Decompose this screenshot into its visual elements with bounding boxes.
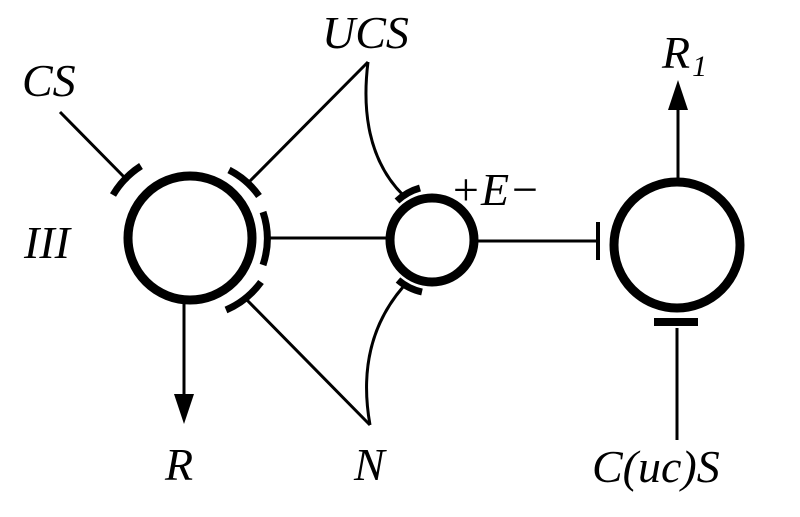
synapse-e-arc [259, 210, 271, 267]
label-ucs: UCS [322, 7, 409, 58]
label-c-uc-s: C(uc)S [592, 441, 720, 492]
neuron-r1-body [609, 177, 745, 313]
label-r1-letter: R [661, 27, 690, 78]
label-cs: CS [22, 55, 76, 106]
neuron-iii [109, 163, 271, 314]
label-n: N [353, 439, 387, 490]
label-plus-e-minus: +E− [450, 164, 540, 215]
n-to-neuron-iii-line [242, 295, 372, 427]
label-r1-subscript: 1 [692, 50, 707, 83]
r1-output-arrow [668, 80, 688, 180]
ucs-to-neuron-e-curve [364, 61, 405, 197]
label-r: R [164, 439, 193, 490]
neuron-iii-body [123, 171, 257, 305]
cs-input-line [58, 110, 130, 183]
label-iii: III [23, 217, 73, 268]
neuron-e-upper-synapse-arc [394, 184, 422, 204]
synapse-ucs-upper-arc [227, 166, 262, 199]
n-to-neuron-e-curve [365, 286, 405, 426]
ucs-to-neuron-iii-line [246, 60, 370, 185]
r-output-arrow [174, 303, 194, 424]
label-r1: R1 [661, 27, 707, 83]
neuron-e-lower-synapse-arc [395, 277, 423, 296]
neuron-r1 [609, 177, 745, 326]
